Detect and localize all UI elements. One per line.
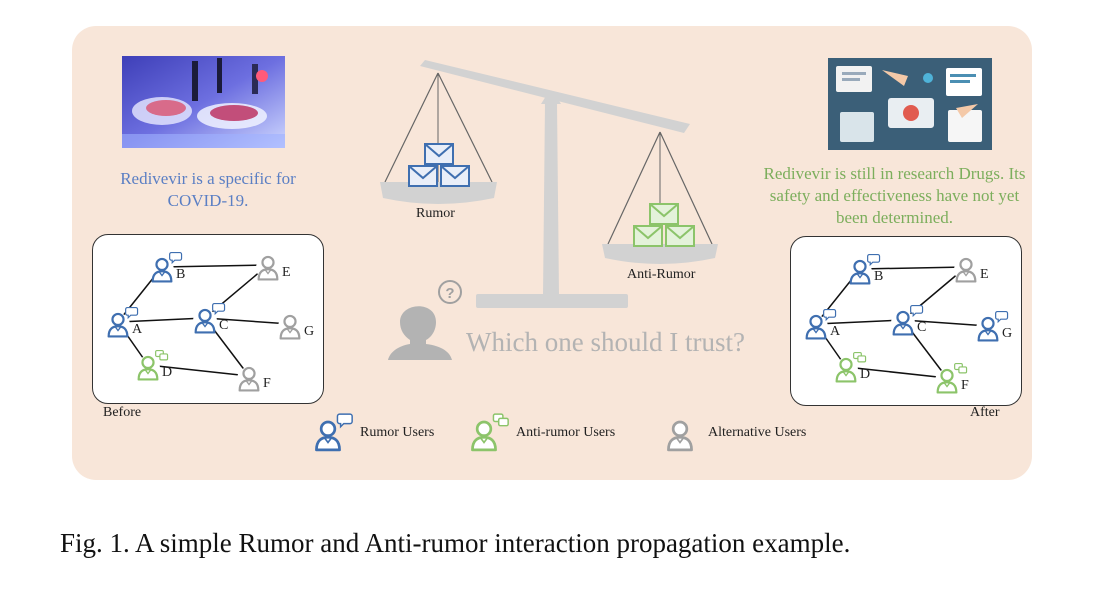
user-node-c [194, 302, 226, 334]
user-node-c [892, 304, 924, 336]
anti-rumor-envelopes [633, 203, 695, 247]
node-label: C [219, 318, 228, 333]
user-node-g [279, 314, 301, 340]
user-node-f [936, 362, 968, 394]
trust-question: Which one should I trust? [466, 327, 745, 357]
lab-photo [122, 56, 285, 148]
node-label: B [874, 269, 883, 284]
before-label: Before [103, 405, 142, 420]
node-label: E [980, 267, 989, 282]
after-label: After [970, 405, 1000, 420]
medical-photo [828, 58, 992, 150]
network-edge [845, 366, 948, 379]
network-edge [859, 266, 967, 270]
user-node-a [805, 308, 837, 340]
user-node-d [137, 349, 169, 381]
anti-rumor-pan-label: Anti-Rumor [627, 267, 696, 282]
legend-alternative-users: Alternative Users [708, 425, 807, 440]
user-node-e [257, 255, 279, 281]
network-edge [815, 319, 904, 325]
alternative-user-icon [667, 420, 693, 452]
anti-rumor-claim: Redivevir is still in research Drugs. It… [763, 164, 1026, 227]
network-edge [902, 319, 989, 327]
anti-rumor-user-icon [471, 413, 509, 452]
user-node-d [835, 351, 867, 383]
figure-caption: Fig. 1. A simple Rumor and Anti-rumor in… [60, 528, 851, 558]
svg-text:?: ? [445, 285, 454, 302]
user-node-f [238, 366, 260, 392]
user-node-a [107, 306, 139, 338]
rumor-envelopes [408, 143, 470, 187]
user-node-g [977, 310, 1009, 342]
node-label: G [304, 324, 314, 339]
node-label: D [162, 365, 172, 380]
node-label: A [830, 324, 841, 339]
node-label: D [860, 367, 870, 382]
node-label: A [132, 322, 143, 337]
user-node-b [849, 253, 881, 285]
node-label: B [176, 267, 185, 282]
node-label: C [917, 320, 926, 335]
legend-rumor-users: Rumor Users [360, 425, 435, 440]
legend-anti-rumor-users: Anti-rumor Users [516, 425, 616, 440]
network-edge [204, 317, 291, 325]
network-edge [117, 317, 206, 323]
after-network: A B C D E F G [804, 253, 1012, 394]
node-label: E [282, 265, 291, 280]
node-label: F [263, 376, 271, 391]
network-edge [147, 364, 250, 377]
before-network: A B C D E F G [106, 251, 314, 392]
node-label: G [1002, 326, 1012, 341]
user-node-b [151, 251, 183, 283]
confused-person-icon: ? [388, 280, 462, 360]
rumor-claim: Redivevir is a specific for COVID-19. [120, 169, 296, 210]
rumor-pan-label: Rumor [416, 206, 455, 221]
network-edge [161, 264, 269, 268]
user-node-e [955, 257, 977, 283]
node-label: F [961, 378, 969, 393]
rumor-user-icon [315, 413, 353, 452]
